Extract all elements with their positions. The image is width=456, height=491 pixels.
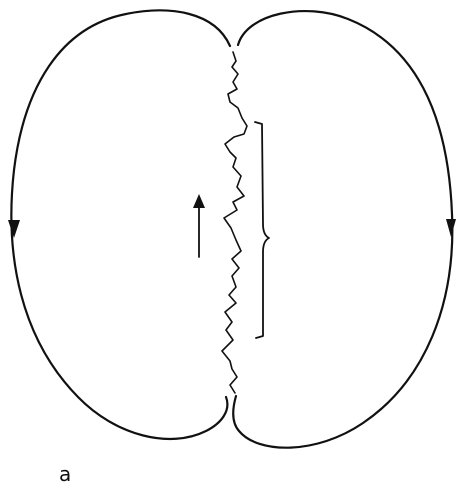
- central-up-arrowhead: [193, 194, 205, 208]
- right-curly-brace: [255, 122, 269, 338]
- jagged-central-boundary: [222, 52, 247, 393]
- left-circulation-loop: [11, 10, 230, 439]
- left-down-arrowhead: [8, 220, 20, 238]
- panel-label: a: [59, 464, 71, 484]
- right-circulation-loop: [233, 11, 452, 448]
- right-down-arrowhead: [446, 219, 456, 237]
